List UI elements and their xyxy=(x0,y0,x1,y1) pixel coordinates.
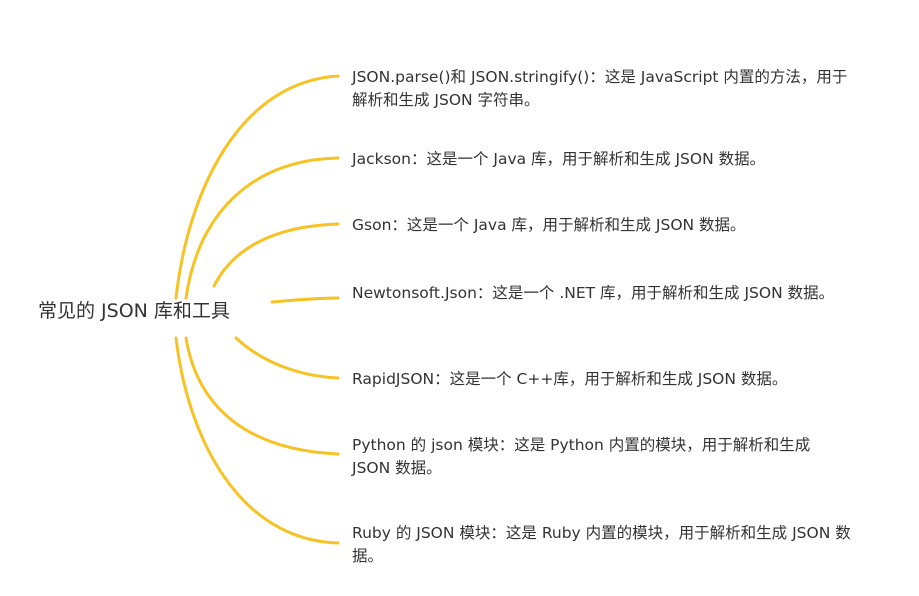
branch-topic-label: JSON.parse()和 JSON.stringify()：这是 JavaSc… xyxy=(352,68,848,109)
branch-topic-rapidjson[interactable]: RapidJSON：这是一个 C++库，用于解析和生成 JSON 数据。 xyxy=(352,368,852,391)
branch-topic-label: Jackson：这是一个 Java 库，用于解析和生成 JSON 数据。 xyxy=(352,150,766,168)
branch-topic-label: Newtonsoft.Json：这是一个 .NET 库，用于解析和生成 JSON… xyxy=(352,284,835,302)
branch-topic-label: RapidJSON：这是一个 C++库，用于解析和生成 JSON 数据。 xyxy=(352,370,788,388)
connector-branch-1 xyxy=(174,74,340,300)
branch-topic-python-json-module[interactable]: Python 的 json 模块：这是 Python 内置的模块，用于解析和生成… xyxy=(352,434,852,480)
branch-topic-gson[interactable]: Gson：这是一个 Java 库，用于解析和生成 JSON 数据。 xyxy=(352,214,852,237)
branch-topic-label: Gson：这是一个 Java 库，用于解析和生成 JSON 数据。 xyxy=(352,216,746,234)
connector-branch-4 xyxy=(270,296,340,304)
connector-branch-6 xyxy=(184,336,340,456)
root-topic-label: 常见的 JSON 库和工具 xyxy=(38,300,230,322)
branch-topic-label: Python 的 json 模块：这是 Python 内置的模块，用于解析和生成… xyxy=(352,436,811,477)
connector-branch-7 xyxy=(174,336,340,545)
connector-branch-2 xyxy=(184,156,340,300)
branch-topic-label: Ruby 的 JSON 模块：这是 Ruby 内置的模块，用于解析和生成 JSO… xyxy=(352,524,851,565)
root-topic[interactable]: 常见的 JSON 库和工具 xyxy=(38,298,230,324)
branch-topic-jackson[interactable]: Jackson：这是一个 Java 库，用于解析和生成 JSON 数据。 xyxy=(352,148,852,171)
branch-topic-newtonsoft-json[interactable]: Newtonsoft.Json：这是一个 .NET 库，用于解析和生成 JSON… xyxy=(352,282,852,305)
branch-topic-ruby-json-module[interactable]: Ruby 的 JSON 模块：这是 Ruby 内置的模块，用于解析和生成 JSO… xyxy=(352,522,852,568)
branch-topic-json-parse-stringify[interactable]: JSON.parse()和 JSON.stringify()：这是 JavaSc… xyxy=(352,66,852,112)
connector-branch-5 xyxy=(234,336,340,380)
connector-branch-3 xyxy=(212,222,340,288)
